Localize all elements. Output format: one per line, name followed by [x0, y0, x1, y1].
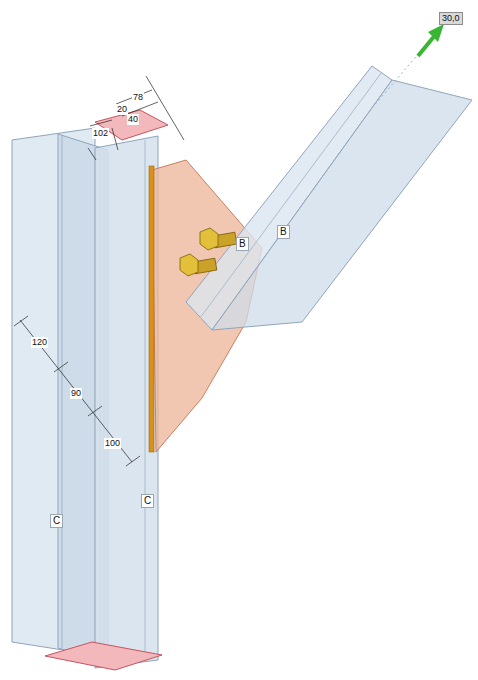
- load-arrowhead: [428, 24, 444, 42]
- part-tag: C: [141, 494, 154, 508]
- dimension: 100: [104, 438, 121, 449]
- base-plate: [45, 642, 162, 670]
- dimension: 90: [70, 388, 82, 399]
- part-tag: B: [236, 237, 249, 251]
- dimension: 78: [132, 92, 144, 103]
- column-flange: [95, 136, 158, 668]
- dimension-lines: [14, 76, 184, 466]
- angle-leg: [212, 80, 472, 330]
- load-value: 30,0: [439, 12, 463, 25]
- load-arrow: [418, 34, 436, 56]
- dimension: 40: [127, 114, 139, 125]
- part-tag: B: [277, 225, 290, 239]
- dimension: 102: [92, 128, 109, 139]
- dimension: 120: [31, 337, 48, 348]
- part-tag: C: [50, 514, 63, 528]
- weld: [149, 166, 154, 452]
- bolt: [180, 254, 217, 276]
- bolt: [200, 228, 237, 250]
